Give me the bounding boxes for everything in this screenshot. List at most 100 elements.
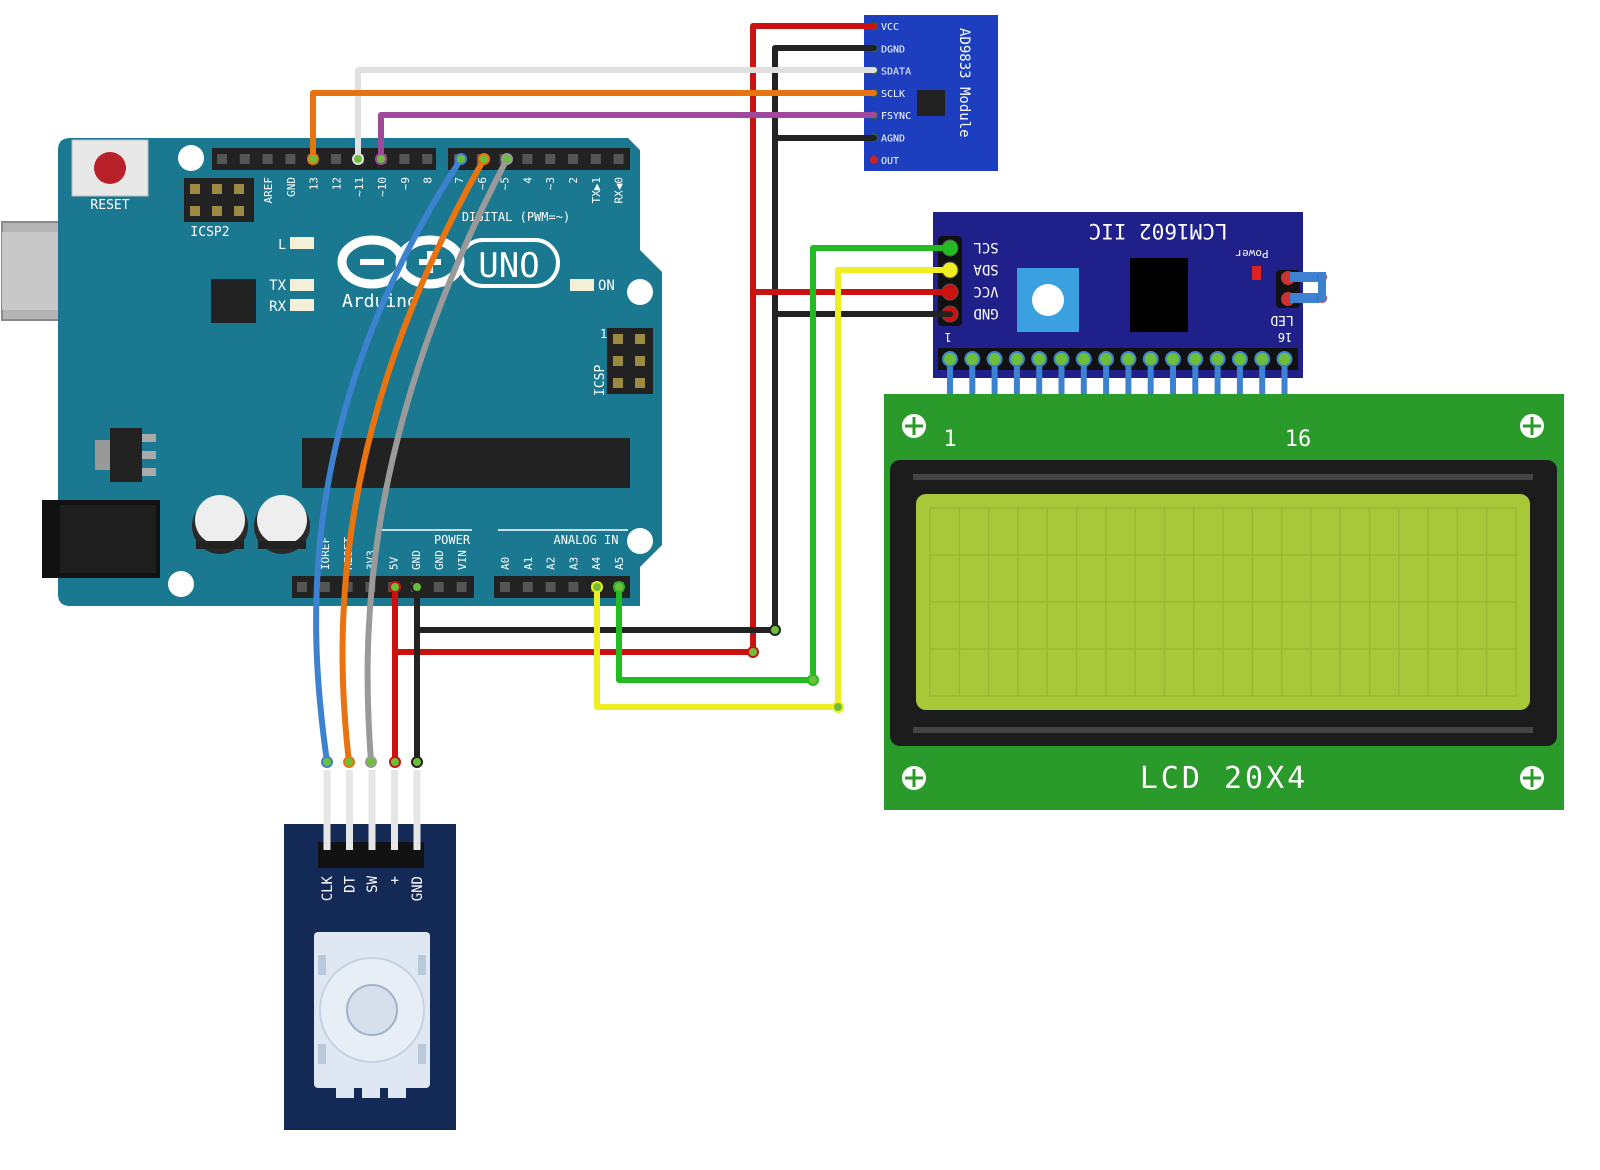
on-led-label: ON: [598, 278, 615, 294]
ad9833-pin-label: AGND: [881, 134, 905, 145]
header-pin[interactable]: [422, 154, 433, 164]
potentiometer-knob[interactable]: [1032, 284, 1064, 316]
header-pin[interactable]: [217, 154, 227, 164]
header-pin[interactable]: [568, 154, 578, 164]
pin-label: A2: [545, 557, 558, 570]
backpack-pin-label: SDA: [973, 261, 999, 277]
pin-label: A3: [567, 557, 580, 570]
encoder-pin-label: CLK: [320, 875, 336, 901]
pin-label: VIN: [456, 550, 469, 570]
encoder-pin[interactable]: [323, 770, 331, 850]
pin-label: GND: [410, 550, 423, 570]
pin-label: ~10: [376, 177, 389, 197]
header-analog: [494, 576, 630, 598]
ad9833-pin-label: OUT: [881, 156, 899, 167]
icsp2-label: ICSP2: [190, 225, 229, 240]
header-pin[interactable]: [456, 582, 467, 592]
header-pin[interactable]: [297, 582, 307, 592]
board-pcb: [58, 138, 662, 606]
header-pin[interactable]: [590, 154, 601, 164]
analog-in-label: ANALOG IN: [553, 533, 618, 547]
pin-label: GND: [285, 177, 298, 197]
power-label: POWER: [434, 533, 471, 547]
backpack-header-pin: [1236, 356, 1243, 408]
wire-endpoint: [343, 756, 355, 768]
l-led-label: L: [278, 238, 286, 253]
ad9833-title: AD9833 Module: [956, 28, 972, 138]
wire-endpoint: [365, 756, 377, 768]
header-pin[interactable]: [262, 154, 273, 164]
lcd-20x4: 1 16 LCD 20X4: [884, 394, 1564, 810]
usb-chip: [211, 279, 256, 323]
backpack-header-pin: [947, 356, 953, 408]
pin-label: A4: [590, 556, 603, 570]
encoder-pin[interactable]: [346, 770, 353, 850]
encoder-pin-label: DT: [343, 875, 359, 892]
header-pin[interactable]: [613, 154, 624, 164]
header-pin[interactable]: [399, 154, 410, 164]
header-pin[interactable]: [522, 582, 533, 592]
on-led: [570, 279, 594, 291]
icsp-label: ICSP: [593, 365, 608, 396]
backpack-header-pin: [1214, 356, 1221, 408]
pin-label: ~11: [353, 177, 366, 197]
led-label: LED: [1270, 312, 1294, 327]
ad9833-pin-label: FSYNC: [881, 111, 911, 122]
header-pin[interactable]: [285, 154, 296, 164]
backpack-header-pin: [1147, 356, 1154, 408]
arduino-uno-board: RESET ICSP2 L TX RX ON UNO Arduino: [1, 138, 662, 606]
pin-label: 4: [521, 177, 534, 184]
header-pin[interactable]: [433, 582, 444, 592]
header-pin[interactable]: [500, 582, 510, 592]
backpack-title: LCM1602 IIC: [1088, 219, 1227, 243]
wire-endpoint: [747, 646, 759, 658]
wire-endpoint: [307, 153, 319, 165]
wire-endpoint: [613, 581, 625, 593]
pin-label: ~6: [476, 177, 489, 190]
encoder-pin[interactable]: [413, 770, 421, 850]
encoder-pin[interactable]: [368, 770, 376, 850]
wire-ad9833-fsync: [378, 112, 877, 162]
wire-ad9833-sclk: [310, 90, 877, 162]
encoder-pin-label: +: [388, 876, 404, 884]
mount-hole: [178, 145, 204, 171]
power-led: [1252, 266, 1261, 280]
encoder-pin-label: GND: [410, 876, 426, 901]
header-pin[interactable]: [545, 582, 556, 592]
encoder-pin[interactable]: [391, 770, 398, 850]
pin-label: RX◀0: [613, 177, 626, 204]
ad9833-pin[interactable]: [870, 155, 878, 164]
header-pin[interactable]: [239, 154, 250, 164]
backpack-pin-label: SCL: [973, 239, 998, 255]
rx-led-label: RX: [269, 299, 286, 315]
header-pin[interactable]: [522, 154, 533, 164]
led-jumper[interactable]: [1276, 270, 1327, 308]
icsp-header: [607, 328, 653, 394]
wire-endpoint: [321, 756, 333, 768]
backpack-header-pin: [969, 356, 976, 408]
header-pin[interactable]: [568, 582, 579, 592]
ad9833-pin-label: SCLK: [881, 89, 905, 100]
backpack-pin1: 1: [944, 330, 951, 344]
power-led-label: Power: [1235, 247, 1268, 260]
backpack-header-pin: [1103, 356, 1110, 408]
wire-endpoint: [389, 756, 401, 768]
pin-label: 5V: [387, 556, 400, 570]
pin-label: A5: [613, 557, 626, 570]
wire-endpoint: [455, 153, 467, 165]
reset-button-cap[interactable]: [94, 152, 126, 184]
wire-endpoint: [411, 756, 423, 768]
mount-hole: [627, 528, 653, 554]
capacitor: [254, 495, 310, 554]
pin-label: 13: [308, 177, 321, 190]
ad9833-pin-label: VCC: [881, 22, 899, 33]
backpack-header-pin: [1036, 356, 1043, 408]
header-pin[interactable]: [545, 154, 556, 164]
header-pin[interactable]: [319, 582, 330, 592]
wire-endpoint: [478, 153, 490, 165]
backpack-pin-label: VCC: [973, 283, 998, 299]
header-pin[interactable]: [331, 154, 341, 164]
icsp2-header: [184, 178, 254, 222]
